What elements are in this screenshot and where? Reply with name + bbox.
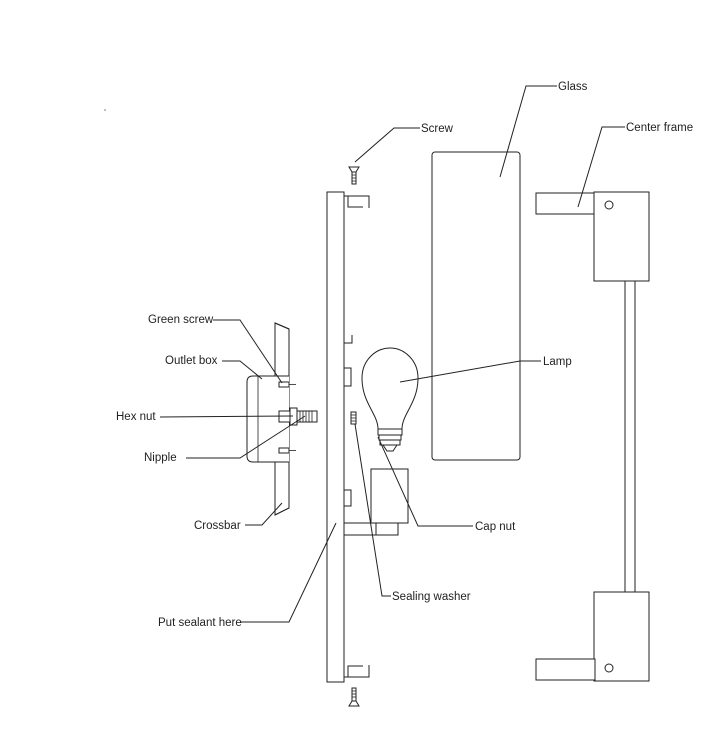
label-nipple: Nipple bbox=[144, 452, 177, 464]
label-sealing-washer: Sealing washer bbox=[392, 591, 471, 603]
label-screw: Screw bbox=[421, 123, 454, 135]
label-outlet-box: Outlet box bbox=[165, 355, 218, 367]
leader-lines bbox=[159, 85, 625, 623]
plate-clips bbox=[343, 335, 353, 507]
center-frame bbox=[535, 191, 650, 682]
sealing-washer bbox=[350, 411, 357, 425]
label-green-screw: Green screw bbox=[148, 314, 214, 326]
top-bracket bbox=[344, 195, 370, 208]
lamp-socket bbox=[344, 468, 409, 536]
label-put-sealant-here: Put sealant here bbox=[158, 617, 242, 629]
label-cap-nut: Cap nut bbox=[475, 521, 516, 533]
bottom-screw bbox=[348, 687, 360, 707]
label-lamp: Lamp bbox=[543, 356, 572, 368]
stray-dot bbox=[104, 109, 106, 111]
green-screw bbox=[278, 381, 296, 454]
glass-panel bbox=[431, 151, 521, 461]
label-hex-nut: Hex nut bbox=[116, 411, 156, 423]
back-plate bbox=[326, 191, 345, 683]
label-glass: Glass bbox=[558, 81, 588, 93]
label-crossbar: Crossbar bbox=[194, 520, 241, 532]
bottom-bracket bbox=[344, 665, 370, 678]
lamp-bulb bbox=[361, 347, 419, 452]
top-screw bbox=[348, 166, 360, 185]
outlet-box bbox=[246, 375, 289, 463]
label-center-frame: Center frame bbox=[626, 122, 693, 134]
